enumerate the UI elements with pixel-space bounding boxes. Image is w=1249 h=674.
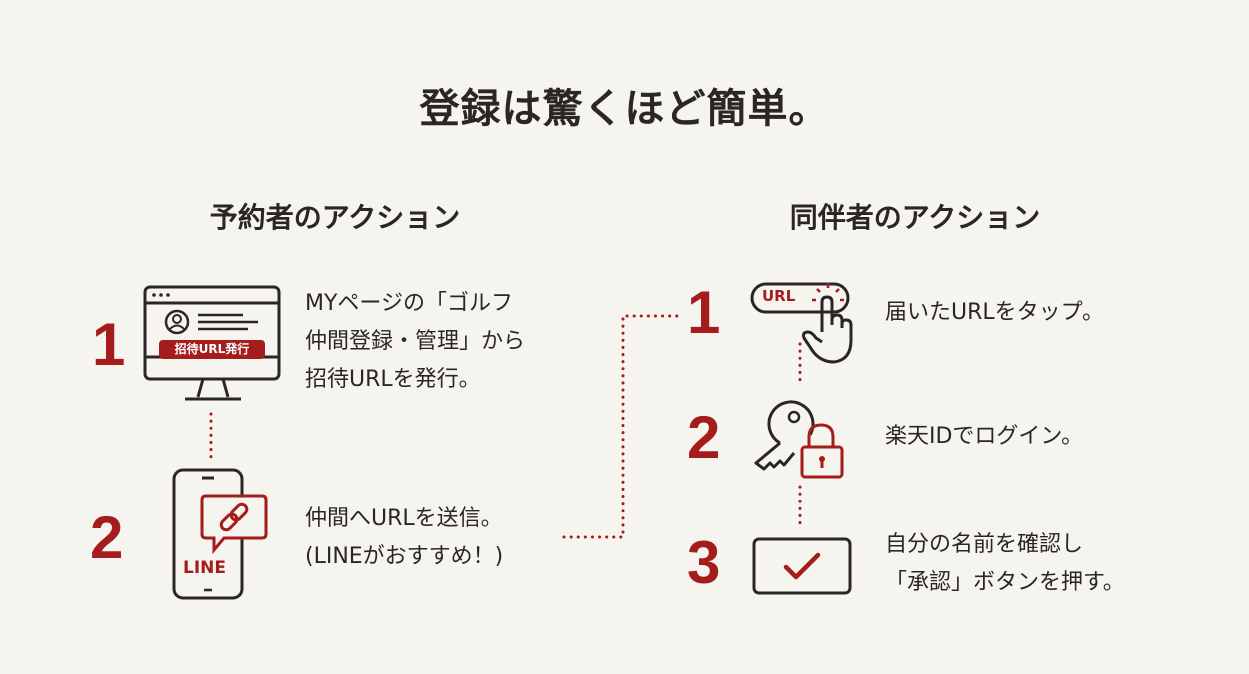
text-line: 届いたURLをタップ。 — [885, 300, 1104, 325]
text-line: 招待URLを発行。 — [305, 367, 481, 392]
dotted-connector-cross — [562, 314, 684, 539]
text-line: (LINEがおすすめ！) — [305, 544, 504, 569]
page-title: 登録は驚くほど簡単。 — [419, 86, 830, 132]
text-line: 「承認」ボタンを押す。 — [885, 570, 1125, 595]
step-description: 届いたURLをタップ。 — [885, 294, 1104, 332]
issue-url-badge: 招待URL発行 — [174, 342, 250, 356]
text-line: MYページの「ゴルフ — [305, 291, 513, 316]
url-tap-icon — [750, 282, 853, 364]
organizer-heading: 予約者のアクション — [209, 201, 461, 234]
step-number: 1 — [92, 311, 126, 378]
text-line: 仲間へURLを送信。 — [305, 506, 503, 531]
step-description: 仲間へURLを送信。 (LINEがおすすめ！) — [305, 500, 503, 576]
checkbox-icon[interactable] — [752, 537, 852, 595]
text-line: 仲間登録・管理」から — [305, 329, 526, 354]
key-lock-icon — [754, 400, 844, 479]
text-line: 自分の名前を確認し — [885, 532, 1084, 557]
step-number: 2 — [687, 404, 721, 471]
step-description: MYページの「ゴルフ 仲間登録・管理」から 招待URLを発行。 — [305, 285, 525, 399]
step-number: 2 — [90, 504, 124, 571]
step-number: 1 — [687, 279, 721, 346]
dotted-connector — [798, 485, 802, 529]
smartphone-link-icon — [172, 468, 268, 600]
url-badge: URL — [762, 287, 796, 305]
text-line: 楽天IDでログイン。 — [885, 424, 1084, 449]
companion-heading: 同伴者のアクション — [789, 201, 1041, 234]
dotted-connector — [209, 412, 213, 460]
dotted-connector — [798, 342, 802, 388]
line-badge: LINE — [183, 558, 226, 578]
monitor-icon — [143, 285, 281, 401]
step-number: 3 — [687, 529, 721, 596]
step-description: 楽天IDでログイン。 — [885, 418, 1083, 456]
step-description: 自分の名前を確認し 「承認」ボタンを押す。 — [885, 526, 1125, 602]
